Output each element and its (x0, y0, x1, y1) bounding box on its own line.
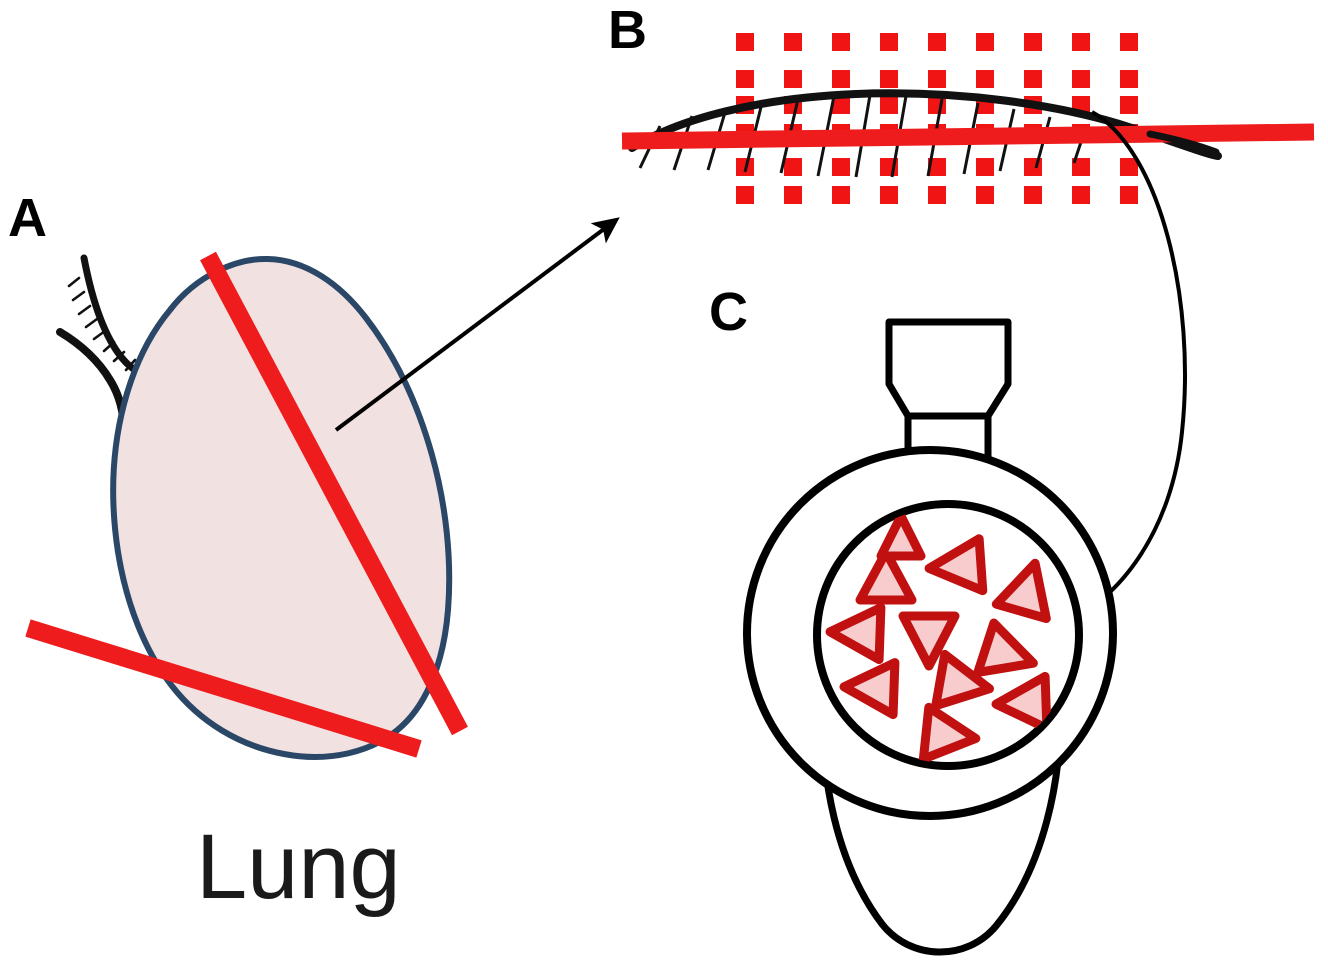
panel-b-group: B (608, 0, 1315, 204)
cell-triangle (825, 603, 886, 665)
cell-triangle (855, 547, 917, 605)
cell-triangle (991, 671, 1052, 733)
arrow-b-to-c (1057, 110, 1187, 628)
panel-label-a: A (8, 188, 47, 248)
cell-triangle (839, 658, 900, 720)
flask-cap (885, 318, 1012, 420)
cell-triangle (876, 511, 926, 561)
lung-outline (110, 255, 453, 760)
cell-triangles (825, 511, 1052, 763)
cell-triangle (973, 618, 1038, 677)
cut-line-horizontal (25, 619, 422, 758)
blade-tip (1146, 130, 1220, 156)
cell-triangle (931, 649, 994, 711)
panel-label-c: C (709, 282, 748, 342)
red-section-bar (621, 123, 1315, 150)
cell-triangle (991, 558, 1051, 624)
panel-a-group: A Lung (8, 188, 468, 918)
cell-triangle (918, 702, 981, 763)
red-square-grid (736, 33, 1138, 204)
cut-line-diagonal (200, 251, 468, 736)
panel-label-b: B (608, 0, 647, 60)
arrow-a-to-b (334, 217, 620, 432)
lung-caption: Lung (196, 816, 401, 918)
panel-c-group: C (709, 282, 1117, 956)
cell-triangle (898, 611, 960, 671)
cell-triangle (924, 534, 988, 596)
